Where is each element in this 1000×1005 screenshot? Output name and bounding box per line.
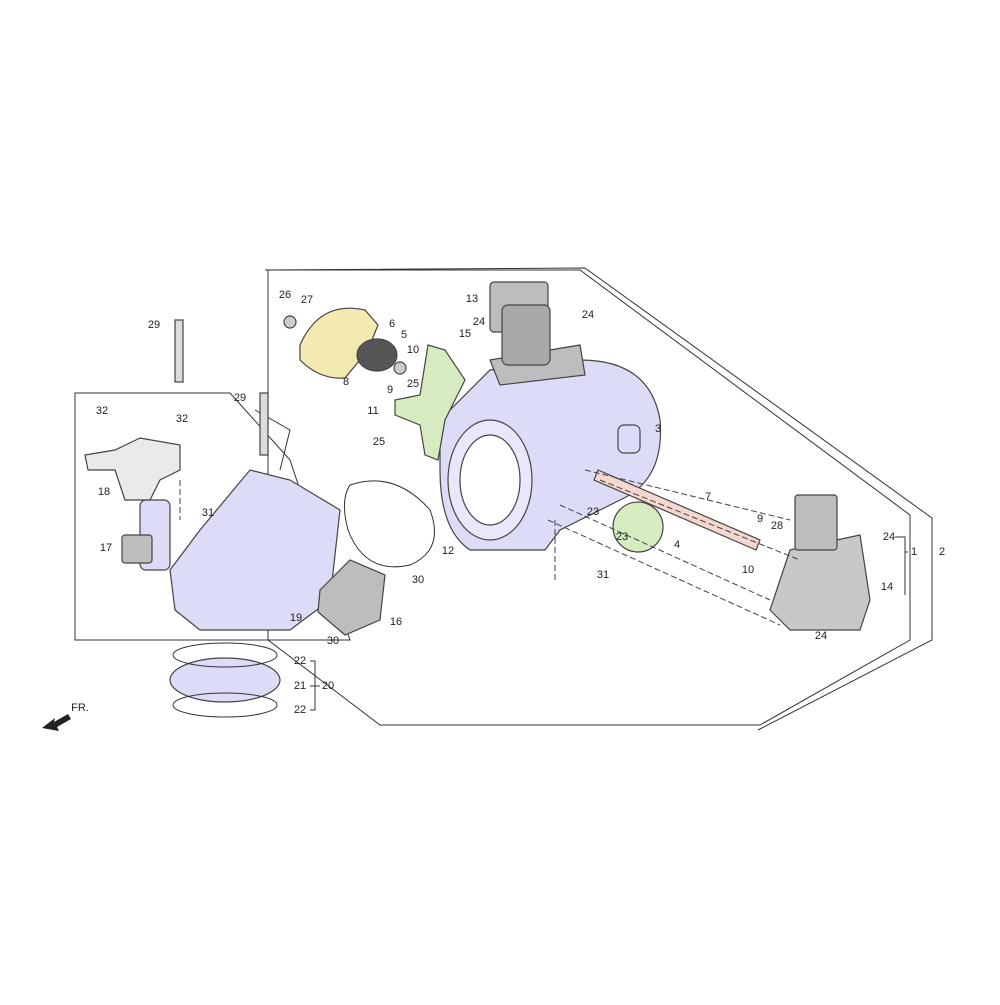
- callout-20: 20: [322, 680, 334, 692]
- callout-28: 28: [771, 520, 783, 532]
- assembly-2-outline: [264, 267, 933, 731]
- front-direction-arrow: FR.: [42, 702, 89, 731]
- callout-5: 5: [401, 329, 407, 341]
- callout-24: 24: [815, 630, 827, 642]
- spring-5: [356, 338, 398, 372]
- callout-9: 9: [757, 513, 763, 525]
- callout-25: 25: [407, 378, 419, 390]
- callout-11: 11: [367, 405, 378, 417]
- callout-9: 9: [387, 384, 393, 396]
- callout-4: 4: [674, 539, 680, 551]
- svg-text:FR.: FR.: [71, 702, 89, 714]
- callout-25: 25: [373, 436, 385, 448]
- callout-7: 7: [705, 491, 711, 503]
- assembly-1-outline: [267, 269, 911, 726]
- bolt-29b: [259, 392, 269, 456]
- shaft-7: [593, 469, 761, 551]
- callout-14: 14: [881, 581, 893, 593]
- callout-32: 32: [176, 413, 188, 425]
- callout-2: 2: [939, 546, 945, 558]
- sensor-16: [317, 559, 386, 636]
- callout-24: 24: [582, 309, 594, 321]
- callout-12: 12: [442, 545, 454, 557]
- callout-18: 18: [98, 486, 110, 498]
- nut-26: [283, 315, 297, 329]
- callout-8: 8: [343, 376, 349, 388]
- gasket-12: [344, 480, 435, 568]
- sensor-14: [769, 494, 871, 631]
- callout-32: 32: [96, 405, 108, 417]
- callout-23: 23: [587, 506, 599, 518]
- callout-24: 24: [473, 316, 485, 328]
- callout-30: 30: [327, 635, 339, 647]
- callout-31: 31: [202, 507, 214, 519]
- callout-22: 22: [294, 655, 306, 667]
- callout-24: 24: [883, 531, 895, 543]
- callout-22: 22: [294, 704, 306, 716]
- injector-holder-18: [84, 437, 181, 501]
- callout-21: 21: [294, 680, 306, 692]
- throttle-body: [439, 359, 662, 551]
- callout-16: 16: [390, 616, 402, 628]
- callout-1: 1: [911, 546, 917, 558]
- joint-21: [169, 642, 281, 718]
- callout-23: 23: [616, 531, 628, 543]
- leader-lines: [179, 469, 801, 626]
- connector-17: [121, 534, 153, 564]
- callout-31: 31: [597, 569, 609, 581]
- callout-10: 10: [407, 344, 419, 356]
- callout-13: 13: [466, 293, 478, 305]
- callout-10: 10: [742, 564, 754, 576]
- callout-30: 30: [412, 574, 424, 586]
- callout-bracket-20: [310, 660, 320, 711]
- bolt-29: [174, 319, 184, 383]
- callout-29: 29: [148, 319, 160, 331]
- callout-26: 26: [279, 289, 291, 301]
- callout-15: 15: [459, 328, 471, 340]
- inlet-19: [169, 469, 341, 631]
- sensor-13: [489, 281, 586, 386]
- callout-29: 29: [234, 392, 246, 404]
- callout-6: 6: [389, 318, 395, 330]
- plate-4: [612, 501, 664, 553]
- collar-10: [393, 361, 407, 375]
- callout-27: 27: [301, 294, 313, 306]
- callout-19: 19: [290, 612, 302, 624]
- callout-bracket-1: [895, 536, 908, 595]
- callout-3: 3: [655, 423, 661, 435]
- bracket-11: [394, 344, 466, 461]
- callout-17: 17: [100, 542, 112, 554]
